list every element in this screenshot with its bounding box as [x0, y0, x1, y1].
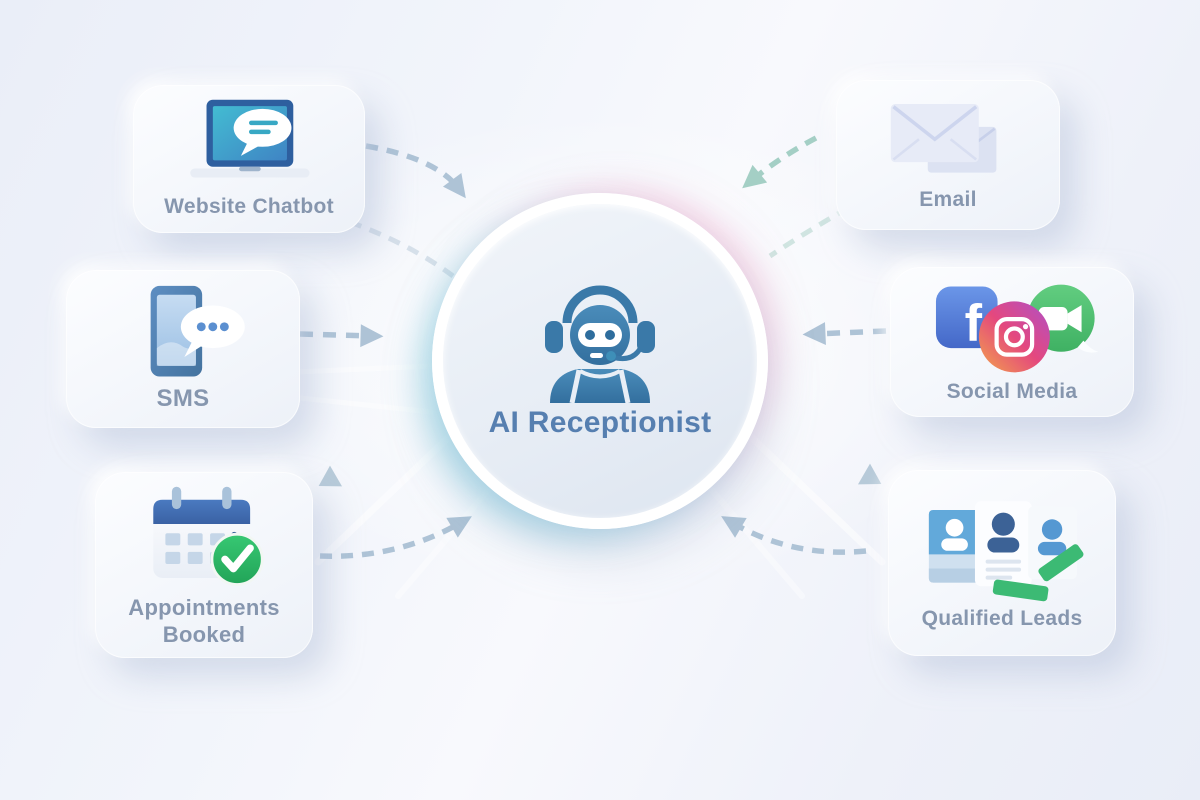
arrow-website-chatbot-to-center [365, 143, 466, 199]
center-title: AI Receptionist [488, 406, 712, 439]
envelopes-icon [890, 104, 997, 173]
card-sms: SMS [66, 270, 300, 428]
arrow-email-to-center [742, 135, 818, 189]
card-label-qualified-leads: Qualified Leads [921, 607, 1083, 631]
calendar-check-icon [152, 486, 264, 587]
green-check-swoosh [992, 544, 1084, 602]
card-label-appointments-booked: Appointments Booked [128, 595, 280, 647]
card-social-media: f Social Media [890, 267, 1134, 417]
card-label-social-media: Social Media [946, 380, 1078, 404]
card-label-sms: SMS [156, 385, 210, 413]
laptop-chat-icon [190, 99, 310, 178]
contact-cards-check-icon [928, 501, 1084, 602]
card-website-chatbot: Website Chatbot [133, 85, 365, 233]
social-icons-cluster: f [935, 284, 1098, 373]
arrow-appointments-to-center [319, 516, 472, 559]
arrow-qualified-leads-to-center [721, 516, 867, 555]
dashed-line-email-secondary [768, 205, 850, 259]
dashed-line-website-chatbot-secondary [349, 219, 455, 279]
card-email: Email [836, 80, 1060, 230]
card-qualified-leads: Qualified Leads [888, 470, 1116, 656]
svg-text:f: f [964, 295, 982, 353]
arrow-social-media-to-center [802, 322, 887, 345]
phone-chat-bubble-icon [150, 286, 245, 377]
lead-card-blue [928, 510, 981, 583]
robot-headset-icon [545, 285, 655, 404]
arrowhead-center-to-appointments [318, 465, 342, 487]
card-label-website-chatbot: Website Chatbot [164, 195, 334, 219]
arrow-sms-to-center [299, 324, 384, 348]
arrowhead-center-to-qualified-leads [858, 463, 882, 485]
card-label-email: Email [919, 188, 977, 212]
lead-card-middle [974, 501, 1032, 587]
card-appointments-booked: Appointments Booked [95, 472, 313, 658]
instagram-icon [978, 301, 1050, 373]
ai-receptionist-hub: AI Receptionist [432, 193, 768, 529]
